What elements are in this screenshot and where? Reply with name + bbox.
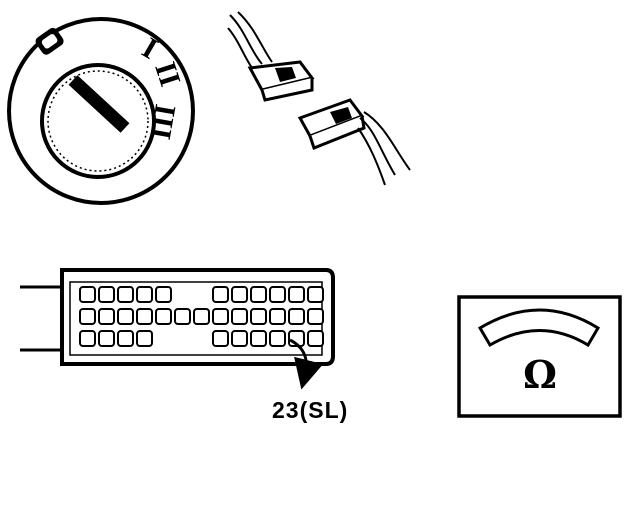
upper-connector bbox=[247, 60, 315, 102]
connector-pin-cavity bbox=[193, 308, 210, 325]
connector-pin-cavity bbox=[155, 286, 172, 303]
switch-position-0 bbox=[35, 27, 64, 55]
upper-harness-wires bbox=[227, 11, 273, 73]
connector-pin-cavity bbox=[288, 286, 305, 303]
connector-pin-cavity bbox=[307, 286, 324, 303]
connector-pin-cavity bbox=[269, 308, 286, 325]
switch-position-2: II bbox=[148, 58, 187, 90]
connector-pin-cavity bbox=[250, 308, 267, 325]
connector-face-outline bbox=[69, 281, 323, 356]
connector-pin-cavity bbox=[231, 330, 248, 347]
key-slot bbox=[68, 75, 130, 133]
connector-pin-cavity bbox=[307, 330, 324, 347]
connector-pin-cavity bbox=[136, 308, 153, 325]
ohmmeter-scale-arc bbox=[477, 308, 601, 348]
lower-connector bbox=[297, 98, 366, 150]
ohmmeter: Ω bbox=[457, 295, 622, 418]
connector-pin-cavity bbox=[155, 308, 172, 325]
connector-pin-cavity bbox=[250, 330, 267, 347]
connector-pin-cavity bbox=[212, 330, 229, 347]
connector-pin-cavity bbox=[98, 330, 115, 347]
connector-pin-cavity bbox=[136, 286, 153, 303]
connector-pin-cavity bbox=[79, 330, 96, 347]
connector-pin-cavity bbox=[269, 330, 286, 347]
connector-pin-cavity bbox=[250, 286, 267, 303]
connector-pin-cavity bbox=[117, 286, 134, 303]
multi-pin-connector: 23(SL) bbox=[20, 268, 348, 423]
connector-pin-cavity bbox=[174, 308, 191, 325]
switch-position-3: III bbox=[143, 102, 182, 142]
pin-23-callout-arrow bbox=[289, 338, 324, 390]
lower-harness-wires bbox=[357, 111, 411, 186]
connector-pair bbox=[227, 11, 411, 186]
switch-position-1: I bbox=[136, 31, 163, 65]
switch-barrel bbox=[47, 70, 149, 172]
connector-pin-cavity bbox=[79, 308, 96, 325]
connector-pin-grid bbox=[79, 286, 324, 347]
connector-pin-cavity bbox=[269, 286, 286, 303]
connector-pin-cavity bbox=[212, 308, 229, 325]
ohm-symbol: Ω bbox=[523, 352, 557, 397]
connector-pin-cavity bbox=[288, 308, 305, 325]
connector-pin-cavity bbox=[117, 308, 134, 325]
connector-pin-cavity bbox=[79, 286, 96, 303]
ignition-switch: I II III bbox=[7, 17, 195, 205]
connector-pin-cavity bbox=[231, 286, 248, 303]
switch-inner-ring bbox=[40, 63, 156, 179]
connector-pin-cavity bbox=[98, 308, 115, 325]
connector-pin-cavity bbox=[212, 286, 229, 303]
connector-pin-cavity bbox=[136, 330, 153, 347]
switch-bezel bbox=[7, 17, 195, 205]
pin-23-callout-label: 23(SL) bbox=[272, 397, 348, 423]
connector-pin-cavity bbox=[307, 308, 324, 325]
connector-pin-cavity bbox=[117, 330, 134, 347]
connector-pin-cavity bbox=[231, 308, 248, 325]
connector-pin-cavity bbox=[98, 286, 115, 303]
